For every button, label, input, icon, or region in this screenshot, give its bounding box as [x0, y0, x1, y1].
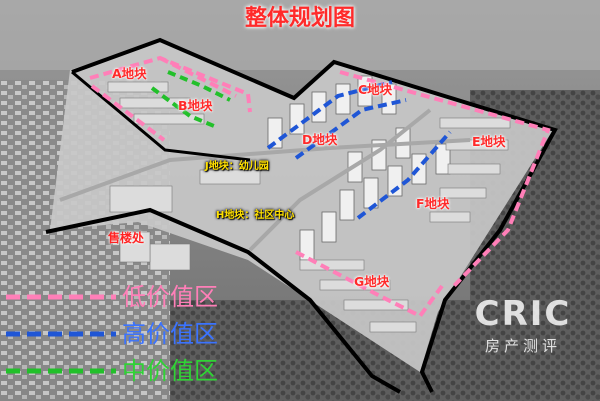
- mid-value-zone-outlines: [150, 70, 231, 128]
- legend-label-mid: 中价值区: [122, 357, 218, 385]
- legend-label-high: 高价值区: [122, 320, 218, 348]
- site-boundary-line-south: [45, 207, 401, 394]
- plot-label-j-kindergarten: J地块：幼儿园: [205, 161, 269, 172]
- plot-label-h-community-center: H地块：社区中心: [216, 210, 295, 221]
- watermark-subtitle: 房产测评: [484, 337, 561, 355]
- map-title: 整体规划图: [244, 6, 355, 31]
- plot-label-d: D地块: [302, 132, 338, 147]
- sales-office-label: 售楼处: [108, 231, 145, 245]
- cric-watermark: CRIC 房产测评: [453, 297, 593, 356]
- high-value-zone-outlines: [266, 80, 452, 220]
- plot-label-a: A地块: [112, 66, 147, 81]
- site-boundary-line-west: [71, 70, 251, 162]
- legend-swatches: [6, 294, 116, 374]
- legend-label-low: 低价值区: [122, 283, 218, 311]
- low-value-zone-outlines: [89, 55, 551, 319]
- plot-label-c: C地块: [358, 82, 393, 97]
- site-boundary-line: [71, 37, 558, 393]
- plot-label-g: G地块: [354, 274, 390, 289]
- plot-label-f: F地块: [416, 196, 450, 211]
- watermark-brand: CRIC: [474, 294, 572, 334]
- plot-label-b: B地块: [178, 98, 213, 113]
- distant-fog: [0, 0, 600, 70]
- low-rise-rows: [107, 81, 511, 333]
- site-roads: [59, 108, 471, 252]
- plot-label-e: E地块: [472, 134, 506, 149]
